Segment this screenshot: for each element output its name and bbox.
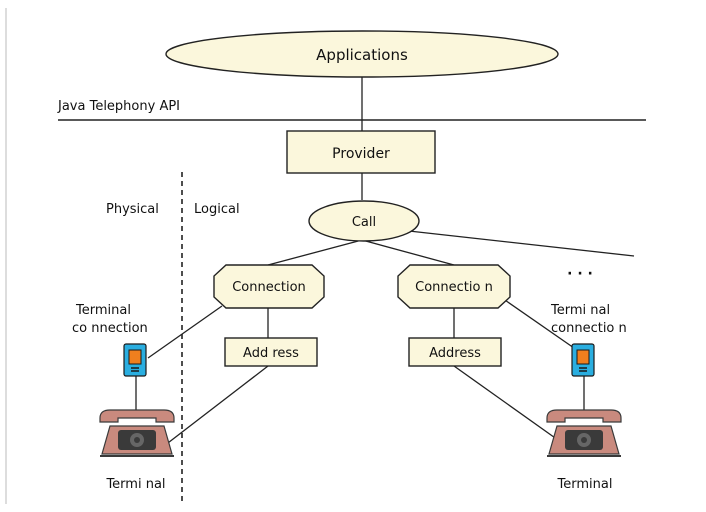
link-right-connection-terminal-connection [501, 297, 575, 349]
connector-lines [135, 77, 635, 447]
address-box-left [224, 337, 318, 367]
terminal-connection-label-right-line1: Termi nal [550, 303, 610, 318]
desk-telephone-icon [99, 409, 175, 457]
link-left-address-terminal [163, 365, 269, 447]
link-left-connection-terminal-connection [147, 305, 223, 359]
terminal-label-left: Termi nal [105, 477, 165, 492]
provider-box [286, 130, 436, 174]
connection-label-left: Connection [232, 280, 306, 295]
physical-label: Physical [106, 202, 159, 217]
connection-octagon-left [213, 264, 325, 309]
connection-octagon-right [397, 264, 511, 309]
terminal-connection-label-right-line2: connectio n [551, 321, 627, 336]
terminal-connection-label-left-line1: Terminal [75, 303, 131, 318]
terminal-label-right: Terminal [557, 477, 613, 492]
applications-ellipse [165, 30, 559, 78]
address-node-right: Address [408, 337, 502, 367]
call-ellipse [308, 200, 420, 242]
link-right-address-terminal [453, 365, 559, 441]
link-call-offscreen-connection [399, 229, 635, 257]
provider-node: Provider [286, 130, 436, 174]
address-box-right [408, 337, 502, 367]
address-node-left: Add ress [224, 337, 318, 367]
applications-node: Applications [165, 30, 559, 78]
call-label: Call [352, 215, 376, 230]
link-call-left-connection [267, 239, 363, 266]
call-node: Call [308, 200, 420, 242]
mobile-device-icon [571, 343, 595, 377]
link-call-right-connection [361, 239, 455, 266]
connection-node-right: Connectio n [397, 264, 511, 309]
connection-node-left: Connection [213, 264, 325, 309]
desk-telephone-icon [546, 409, 622, 457]
logical-label: Logical [194, 202, 240, 217]
address-label-left: Add ress [243, 346, 299, 361]
mobile-device-icon [123, 343, 147, 377]
more-connections-ellipsis: · · · [567, 266, 593, 282]
provider-label: Provider [332, 146, 390, 162]
api-label: Java Telephony API [57, 99, 180, 114]
connection-label-right: Connectio n [415, 280, 493, 295]
terminal-connection-label-left-line2: co nnection [72, 321, 148, 336]
applications-label: Applications [316, 46, 408, 64]
address-label-right: Address [429, 346, 481, 361]
